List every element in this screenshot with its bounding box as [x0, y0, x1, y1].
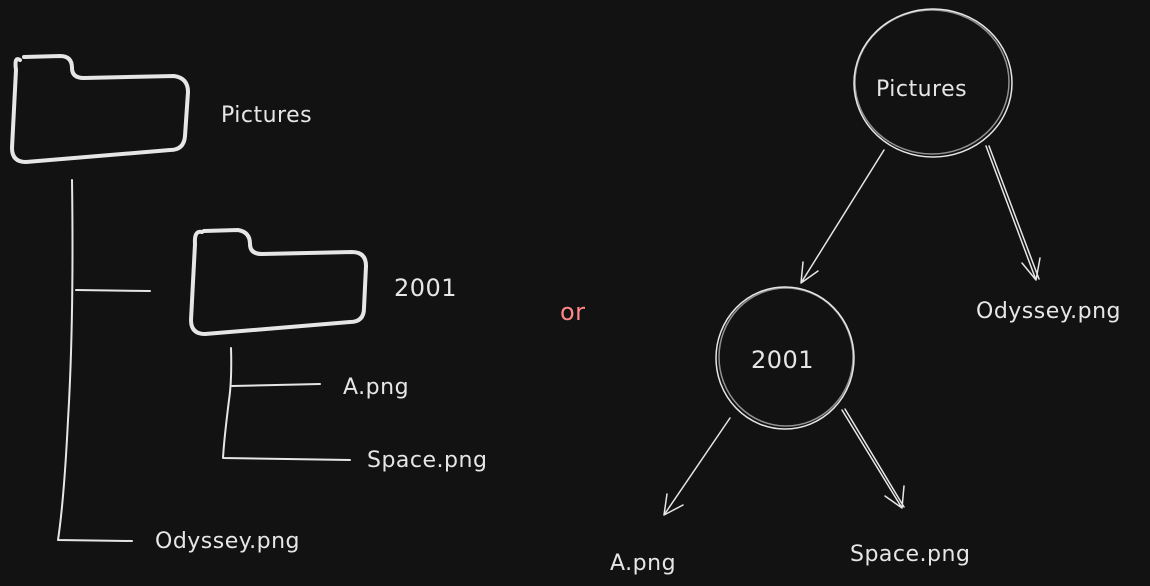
2001-node-circle: [715, 286, 855, 430]
2001-node-circle-sketch: [718, 287, 854, 427]
left-space-png-label: Space.png: [367, 448, 487, 473]
2001-folder-icon: [189, 228, 368, 336]
right-2001-label: 2001: [751, 346, 814, 374]
arrow-pictures-to-2001: [800, 149, 885, 284]
branch-to-2001: [75, 289, 151, 292]
subfolder-trunk-line: [222, 347, 351, 461]
pictures-folder-icon: [10, 54, 190, 164]
right-odyssey-png-label: Odyssey.png: [976, 299, 1121, 324]
or-separator: or: [560, 298, 586, 326]
left-a-png-label: A.png: [343, 375, 409, 400]
left-pictures-label: Pictures: [221, 103, 312, 128]
left-tree-labels: Pictures 2001 A.png Space.png Odyssey.pn…: [155, 103, 487, 554]
left-2001-label: 2001: [394, 274, 457, 302]
root-trunk-line: [57, 179, 133, 542]
right-space-png-label: Space.png: [850, 542, 970, 567]
left-tree-connectors: [57, 179, 351, 542]
right-pictures-label: Pictures: [876, 77, 967, 102]
arrow-pictures-to-odyssey: [985, 145, 1041, 281]
right-tree-labels: Pictures 2001 Odyssey.png A.png Space.pn…: [610, 77, 1121, 576]
left-odyssey-png-label: Odyssey.png: [155, 529, 300, 554]
right-node-tree: [663, 8, 1041, 516]
pictures-node-circle: [853, 8, 1013, 158]
branch-to-a-png: [231, 383, 321, 387]
arrow-2001-to-space-png: [841, 408, 905, 509]
left-folder-tree: [10, 54, 368, 336]
arrow-2001-to-a-png: [663, 417, 731, 516]
right-a-png-label: A.png: [610, 551, 676, 576]
pictures-node-circle-sketch: [854, 9, 1010, 155]
